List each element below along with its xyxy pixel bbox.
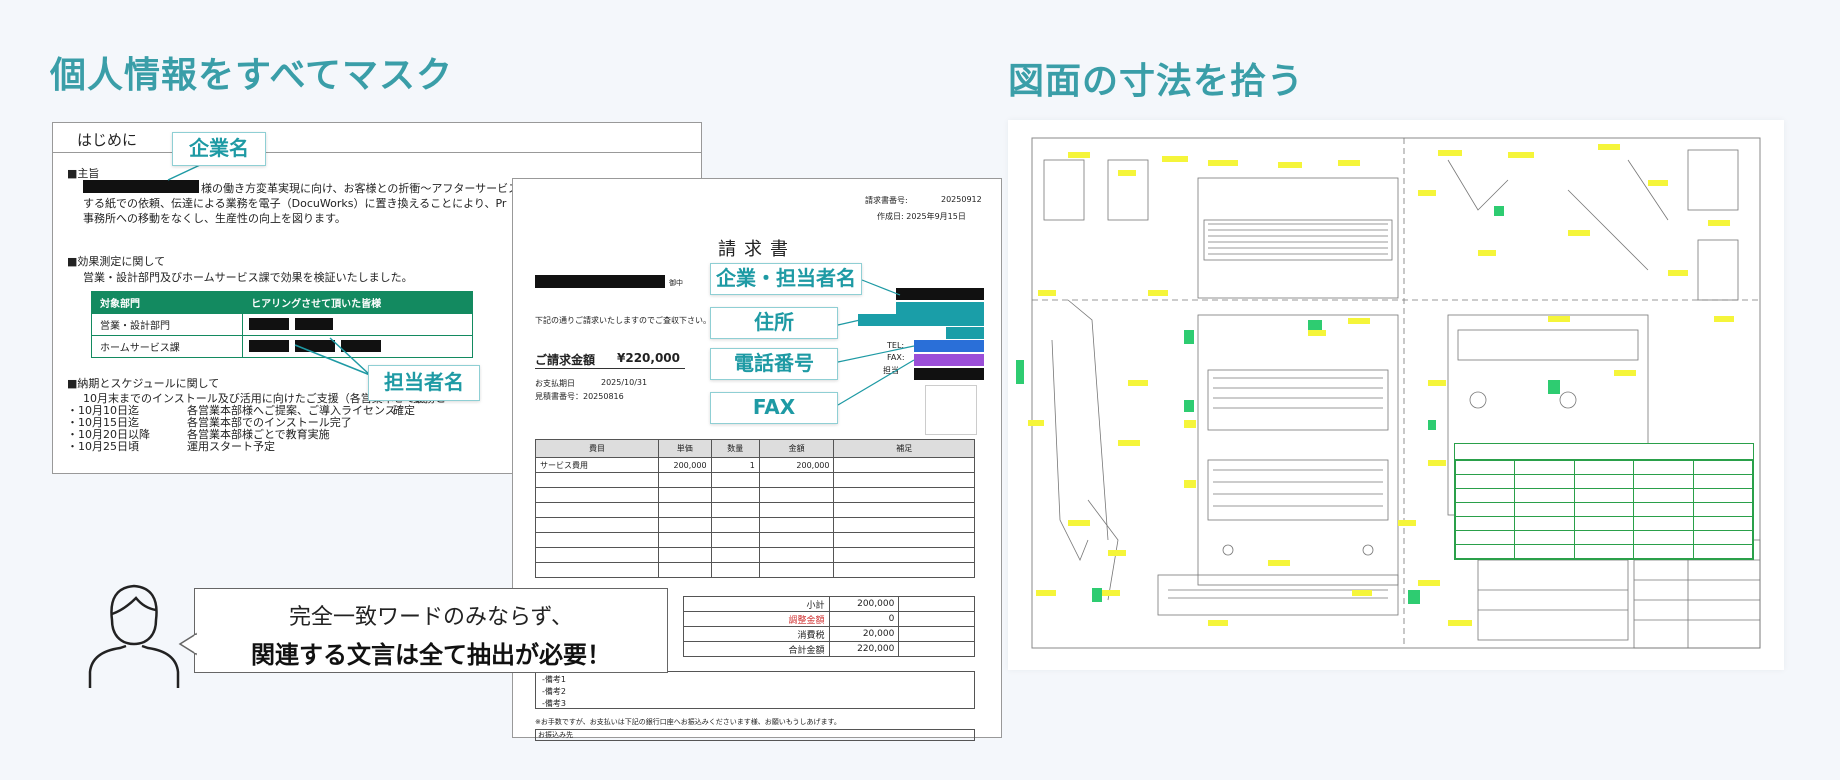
invoice-number: 20250912 [941,195,982,204]
honorific: 御中 [669,279,683,287]
legend-header [1455,444,1753,460]
mask-bar [946,327,984,339]
mask-bar [896,302,984,314]
schedule-date: ・10月20日以降 [67,428,150,441]
bank-label: お振込み先 [535,729,975,741]
schedule-text: 運用スタート予定 [187,440,275,453]
table-cell: ホームサービス課 [90,335,244,358]
invoice-number-label: 請求書番号: [865,196,908,205]
person-icon [88,584,180,688]
callout-phone: 電話番号 [710,348,838,380]
schedule-text: 各営業本部様へご提案、ご導入ライセンス [187,404,396,417]
remark-line: -備考2 [542,687,566,696]
purpose-line: 様の働き方変革実現に向け、お客様との折衝～アフターサービス [201,182,520,195]
callout-company-contact: 企業・担当者名 [710,263,862,295]
table-header: 対象部門 [90,291,244,314]
callout-address: 住所 [710,307,838,339]
mask-bar [914,354,984,366]
speech-bubble: 完全一致ワードのみならず、 関連する文言は全て抽出が必要！ [194,588,668,673]
remark-line: -備考3 [542,699,566,708]
schedule-date: ・10月25日頃 [67,440,139,453]
table-header: 単価 [657,439,712,458]
amount-value: ¥220,000 [617,351,681,365]
equipment-legend-table [1454,443,1754,560]
table-cell [242,335,473,358]
invoice-items-table: 費目 単価 数量 金額 補足 サービス費用 200,000 1 200,000 [535,439,975,578]
due-date: 2025/10/31 [601,378,648,387]
sum-value: 220,000 [828,641,900,657]
callout-company: 企業名 [172,132,266,166]
mask-bar [914,340,984,352]
created-date: 作成日: 2025年9月15日 [877,212,966,221]
schedule-date: ・10月10日迄 [67,404,139,417]
purpose-label: ■主旨 [67,167,100,180]
redaction-block [83,180,199,193]
callout-fax: FAX [710,392,838,424]
table-cell [242,313,473,336]
mask-bar [914,368,984,380]
schedule-line: 10月末までのインストール及び活用に向けたご支援（各営業本 [83,392,394,405]
effect-line: 営業・設計部門及びホームサービス課で効果を検証いたしました。 [83,271,413,284]
invoice-notice: 下記の通りご請求いたしますのでご査収下さい。 [535,316,711,325]
schedule-text: 各営業本部でのインストール完了 [187,416,352,429]
invoice-title: 請求書 [718,239,796,260]
effect-label: ■効果測定に関して [67,255,166,268]
amount-label: ご請求金額 [535,353,596,367]
due-label: お支払期日 [535,379,575,388]
purpose-line: 事務所への移動をなくし、生産性の向上を図ります。 [83,212,346,225]
right-section-title: 図面の寸法を拾う [1008,61,1305,102]
table-header: 補足 [833,439,975,458]
doc-heading: はじめに [53,123,701,153]
technical-drawing [1016,137,1761,649]
person-label: 担当 [883,366,899,375]
redaction-block [535,275,665,288]
table-header: 費目 [535,439,659,458]
table-header: 金額 [758,439,835,458]
left-section-title: 個人情報をすべてマスク [50,55,454,96]
tel-label: TEL: [887,341,905,350]
target-department-table: 対象部門 ヒアリングさせて頂いた皆様 営業・設計部門 ホームサービス課 [90,291,473,358]
bubble-line-2: 関連する文言は全て抽出が必要！ [251,641,611,669]
table-header: ヒアリングさせて頂いた皆様 [242,291,473,314]
payment-footnote: ※お手数ですが、お支払いは下記の銀行口座へお振込みくださいます様、お願いもうしあ… [535,718,841,726]
technical-drawing-panel [1008,120,1784,670]
schedule-line: 確定 [393,404,415,417]
mask-bar [896,288,984,300]
callout-contact: 担当者名 [368,365,480,401]
bubble-tail [178,632,198,656]
schedule-label: ■納期とスケジュールに関して [67,377,220,390]
schedule-text: 各営業本部様ごとで教育実施 [187,428,330,441]
purpose-line: する紙での依頼、伝達による業務を電子（DocuWorks）に置き換えることにより… [83,197,507,210]
remark-line: -備考1 [542,675,566,684]
remarks-box: -備考1 -備考2 -備考3 [535,671,975,709]
mask-bar [858,314,984,326]
quote-number: 見積書番号：20250816 [535,392,624,401]
fax-label: FAX: [887,353,905,362]
bubble-line-1: 完全一致ワードのみならず、 [288,605,574,630]
schedule-date: ・10月15日迄 [67,416,139,429]
